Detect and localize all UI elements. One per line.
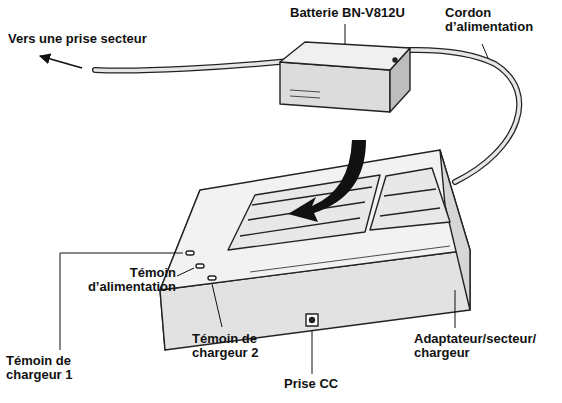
battery: [280, 42, 410, 112]
charger-body: [160, 150, 470, 350]
part-label: Cordon d’alimentation: [445, 6, 549, 35]
insert-arrow: [288, 140, 366, 222]
power-cord: [95, 50, 519, 182]
direction-arrow: [40, 56, 82, 68]
part-label: Batterie BN-V812U: [290, 6, 440, 20]
part-label: Témoin de chargeur 1: [6, 354, 90, 383]
part-label: Prise CC: [284, 377, 364, 391]
leader-lines: [60, 24, 488, 374]
part-label: Témoin de chargeur 2: [192, 332, 276, 361]
part-label: Adaptateur/secteur/ chargeur: [414, 332, 556, 361]
part-label: Vers une prise secteur: [8, 32, 198, 46]
part-label: Témoin d’alimentation: [72, 266, 176, 295]
